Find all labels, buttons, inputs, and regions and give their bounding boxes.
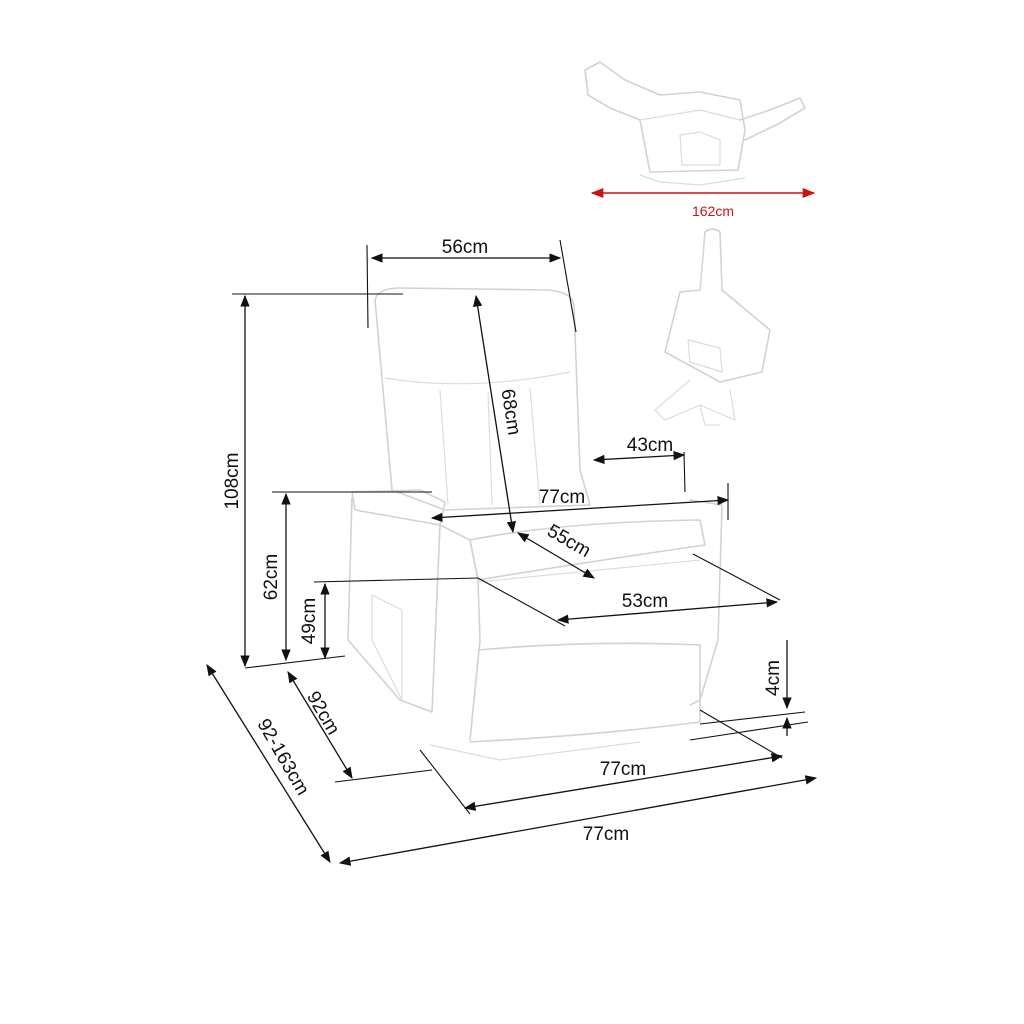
seat-height-ext-top xyxy=(313,577,479,583)
reclined-length-label: 162cm xyxy=(692,203,734,219)
base-width-ext-left xyxy=(419,749,471,815)
total-width-arrow xyxy=(338,775,818,866)
base-clearance-ext-2 xyxy=(689,721,809,741)
total-height-label: 108cm xyxy=(222,452,243,509)
lift-chair-sketch xyxy=(654,228,771,426)
depth-ext-bottom xyxy=(334,769,433,783)
backrest-width-ext-left xyxy=(366,244,369,329)
backrest-width-ext-right xyxy=(559,239,577,333)
backrest-height-label: 68cm xyxy=(496,388,524,437)
base-width-label: 77cm xyxy=(600,759,646,780)
seat-width-ext-right xyxy=(692,553,781,601)
seat-width-arrow xyxy=(556,598,779,624)
backrest-height-arrow xyxy=(473,294,516,534)
backrest-width-label: 56cm xyxy=(442,237,488,258)
reclined-chair-sketch xyxy=(584,61,806,186)
base-clearance-label: 4cm xyxy=(763,660,784,696)
armrest-width-label: 43cm xyxy=(627,435,673,456)
depth-label: 92cm xyxy=(302,688,343,739)
armrest-width-ext-right xyxy=(683,451,686,493)
seat-depth-arrow xyxy=(516,532,596,579)
armrest-width-arrow xyxy=(592,450,686,465)
base-clearance-ext-1 xyxy=(699,711,806,725)
seat-width-ext-left xyxy=(477,577,566,627)
base-width-ext-right xyxy=(699,709,783,759)
inner-width-label: 77cm xyxy=(539,487,585,508)
seat-height-label: 49cm xyxy=(299,598,320,644)
recliner-chair-sketch xyxy=(347,287,723,761)
armrest-height-label: 62cm xyxy=(261,554,282,600)
inner-width-arrow xyxy=(430,495,730,523)
total-width-label: 77cm xyxy=(583,824,629,845)
depth-reclined-arrow xyxy=(206,664,331,863)
seat-width-label: 53cm xyxy=(622,591,668,612)
floor-reference-line xyxy=(244,655,346,669)
